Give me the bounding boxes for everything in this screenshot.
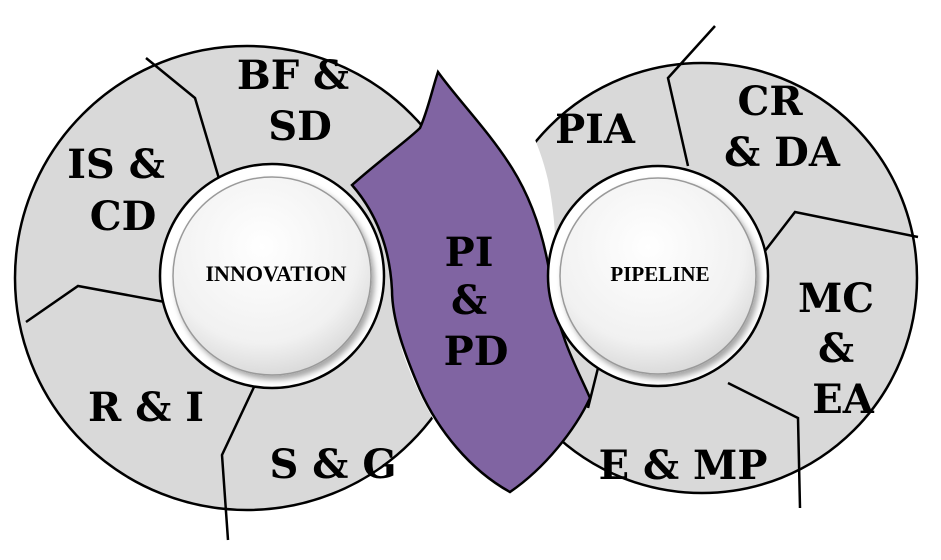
segment-s-g: S & G	[269, 441, 396, 488]
left-divider-bottom	[220, 386, 256, 541]
left-hub: INNOVATION	[158, 162, 386, 390]
left-divider-lower-left	[25, 284, 166, 324]
segment-bf-sd: BF & SD	[237, 52, 363, 150]
right-divider-top	[666, 25, 716, 167]
right-divider-bottom-right	[727, 381, 802, 509]
segment-pia: PIA	[555, 106, 636, 153]
segment-is-cd: IS & CD	[67, 141, 179, 240]
center-segment-pi-pd	[350, 69, 592, 494]
left-divider-top	[145, 57, 222, 183]
segment-mc-ea: MC & EA	[798, 275, 888, 423]
segment-cr-da: CR & DA	[724, 78, 841, 176]
segment-pi-pd: PI & PD	[444, 229, 509, 375]
right-hub-label: PIPELINE	[610, 262, 709, 286]
right-divider-right	[757, 210, 919, 261]
segment-e-mp: E & MP	[599, 442, 768, 489]
right-hub: PIPELINE	[546, 164, 770, 388]
segment-r-i: R & I	[88, 384, 204, 431]
left-hub-label: INNOVATION	[206, 261, 347, 286]
